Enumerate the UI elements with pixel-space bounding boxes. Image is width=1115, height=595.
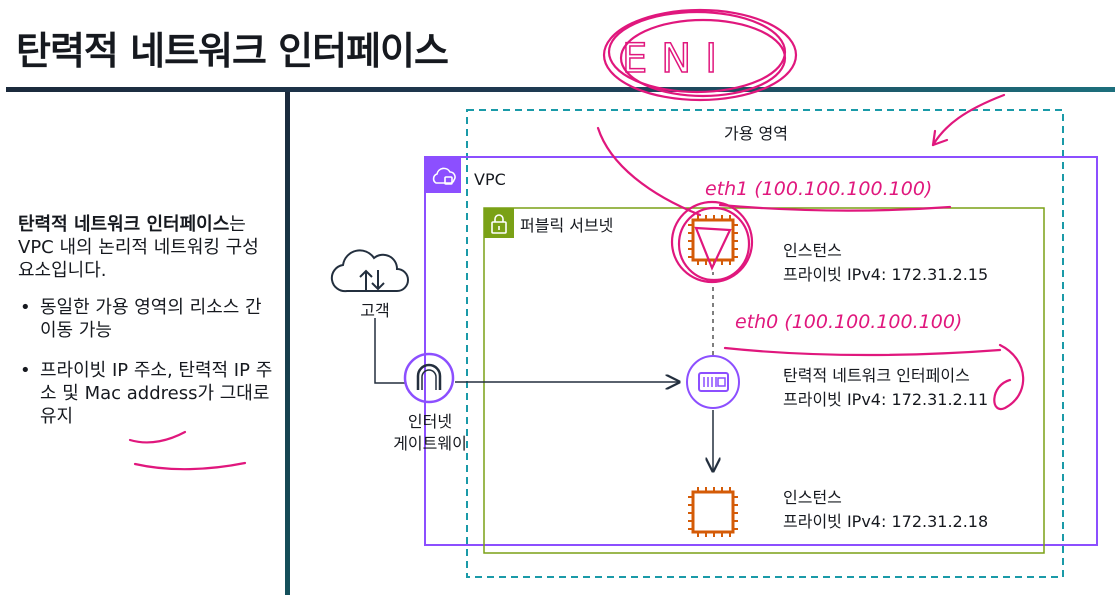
internet-gateway-label-2: 게이트웨이 [393, 434, 467, 453]
intro-rest: 는 VPC 내의 논리적 네트워킹 구성 요소입니다. [18, 214, 259, 281]
internet-gateway-icon [403, 352, 455, 404]
internet-gateway-label-1: 인터넷 [407, 412, 453, 431]
top-instance-name: 인스턴스 [783, 241, 842, 260]
bottom-instance-ip: 프라이빗 IPv4: 172.31.2.18 [783, 512, 989, 531]
top-instance-ip: 프라이빗 IPv4: 172.31.2.15 [783, 265, 989, 284]
availability-zone-box [466, 109, 1064, 578]
customer-label: 고객 [360, 301, 390, 320]
customer-to-igw-line [374, 318, 405, 384]
bullet-list: 동일한 가용 영역의 리소스 간 이동 가능 프라이빗 IP 주소, 탄력적 I… [18, 296, 278, 428]
customer-cloud-icon [330, 249, 409, 293]
intro-text: 탄력적 네트워크 인터페이스는 VPC 내의 논리적 네트워킹 구성 요소입니다… [18, 213, 278, 282]
vpc-icon-bg [425, 157, 461, 193]
eni-ip: 프라이빗 IPv4: 172.31.2.11 [783, 390, 989, 409]
left-panel: 탄력적 네트워크 인터페이스는 VPC 내의 논리적 네트워킹 구성 요소입니다… [18, 213, 278, 445]
vpc-label: VPC [474, 170, 506, 189]
eni-icon [686, 355, 740, 409]
top-instance-icon [688, 215, 738, 265]
bullet-item: 동일한 가용 영역의 리소스 간 이동 가능 [18, 296, 278, 342]
availability-zone-label: 가용 영역 [724, 124, 788, 143]
public-subnet-label: 퍼블릭 서브넷 [520, 216, 614, 235]
bullet-item: 프라이빗 IP 주소, 탄력적 IP 주소 및 Mac address가 그대로… [18, 359, 278, 428]
eni-name: 탄력적 네트워크 인터페이스 [783, 366, 970, 385]
vpc-box [424, 156, 1098, 546]
title-divider [6, 87, 1115, 92]
lock-icon [491, 214, 507, 234]
vpc-cloud-icon [432, 167, 456, 185]
intro-bold: 탄력적 네트워크 인터페이스 [18, 214, 230, 235]
vertical-divider [285, 92, 290, 595]
bottom-instance-icon [688, 487, 738, 537]
bottom-instance-name: 인스턴스 [783, 488, 842, 507]
page-title: 탄력적 네트워크 인터페이스 [16, 29, 449, 73]
